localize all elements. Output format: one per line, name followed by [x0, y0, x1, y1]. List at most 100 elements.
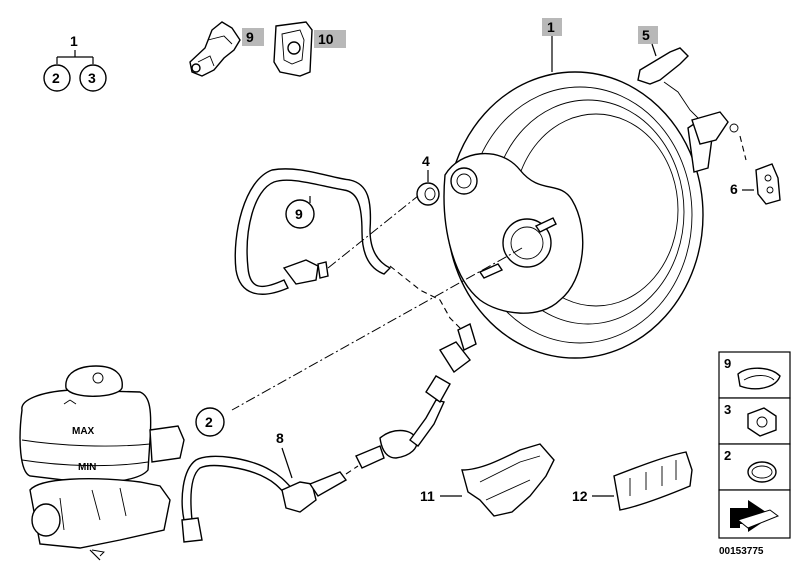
clip-part-6: 6	[730, 163, 781, 205]
line-8-top-nipple	[457, 323, 477, 351]
booster-mount-hole	[456, 173, 472, 189]
clip-9-drawing	[189, 21, 241, 77]
reservoir-cap-arrow	[63, 399, 77, 405]
circle-part-9-hose	[285, 199, 315, 229]
side-label-3[interactable]: 3	[724, 402, 731, 417]
label-part-3-tree[interactable]: 3	[88, 70, 96, 86]
highlight-tag-10	[314, 30, 346, 48]
side-oring-2-icon	[747, 461, 777, 483]
line-8-hose-end	[281, 481, 317, 513]
centerline-hose-grommet	[327, 195, 419, 269]
grommet-part-4: 4	[416, 153, 440, 206]
label-part-6[interactable]: 6	[730, 181, 738, 197]
tree-connector	[56, 50, 94, 64]
highlight-tag-5	[638, 26, 658, 44]
booster-stud-lower	[478, 263, 504, 279]
line-8-valve-body	[379, 429, 418, 459]
label-part-1-booster[interactable]: 1	[547, 19, 555, 35]
lower-left-mark	[91, 549, 105, 557]
circle-part-2-reservoir	[195, 407, 225, 437]
bracket-5-drawing	[637, 47, 689, 85]
reservoir-cap-sensor	[92, 372, 104, 384]
label-part-11[interactable]: 11	[420, 488, 435, 504]
spacer-12-slots	[629, 460, 677, 496]
grommet-4-hole	[424, 187, 436, 201]
master-cylinder-neck	[149, 425, 185, 463]
reference-arrow-highlight	[736, 509, 780, 529]
clip-part-9-top: 9	[189, 21, 264, 77]
side-label-2[interactable]: 2	[724, 448, 731, 463]
side-nut-3-hole	[756, 416, 768, 428]
spacer-part-12: 12	[572, 451, 693, 511]
booster-mount-boss	[450, 167, 478, 195]
hose-9-connector	[282, 259, 319, 285]
line-8-end-fitting	[181, 517, 203, 543]
bracket-5-link	[663, 81, 701, 121]
clip-6-drawing	[755, 163, 781, 205]
leader-8	[281, 447, 293, 479]
bracket-part-11: 11	[420, 443, 555, 517]
highlight-tag-1	[542, 18, 562, 36]
grommet-4-drawing	[416, 182, 440, 206]
label-part-12[interactable]: 12	[572, 488, 588, 504]
grommet-10-detail	[281, 29, 305, 65]
reservoir-min-mark: MIN	[78, 462, 96, 473]
side-clamp-9-icon	[737, 367, 781, 390]
dashed-hose-route	[389, 265, 463, 331]
label-part-5[interactable]: 5	[642, 27, 650, 43]
grommet-10-hole	[287, 41, 301, 55]
side-label-9[interactable]: 9	[724, 356, 731, 371]
clip-9-hole	[191, 63, 201, 73]
vacuum-line-part-8: 8	[181, 323, 477, 543]
side-oring-2-inner	[751, 465, 773, 479]
clip-6-hole-1	[764, 174, 772, 182]
reservoir-max-mark: MAX	[72, 426, 95, 437]
label-part-4[interactable]: 4	[422, 153, 430, 169]
label-part-2-tree[interactable]: 2	[52, 70, 60, 86]
side-clamp-9-detail	[743, 375, 775, 381]
master-cylinder-edge	[89, 549, 101, 561]
bracket-11-drawing	[461, 443, 555, 517]
bracket-part-5: 5	[637, 26, 747, 161]
master-cylinder-body	[29, 478, 171, 549]
line-8-upper-tube	[409, 399, 445, 447]
line-8-check-valve	[355, 445, 385, 469]
clip-9-detail	[197, 35, 233, 67]
bracket-5-pin	[729, 123, 739, 133]
bracket-11-detail	[479, 455, 541, 501]
spacer-12-drawing	[613, 451, 693, 511]
booster-stud-upper	[534, 217, 557, 233]
line-8-pipe	[181, 455, 297, 521]
line-8-dashed	[345, 465, 359, 475]
group-tree-1: 1 2 3	[43, 33, 107, 92]
grommet-part-10: 10	[273, 21, 346, 77]
master-cylinder-reservoir: MAX MIN 2	[19, 365, 225, 561]
bracket-5-clip	[691, 111, 729, 145]
hose-9-fitting	[317, 261, 329, 279]
reservoir-bands	[21, 439, 151, 467]
vacuum-hose-part-9: 9	[234, 168, 463, 331]
line-8-top-fitting	[438, 341, 471, 374]
label-part-1-tree[interactable]: 1	[70, 33, 78, 49]
label-part-2-reservoir[interactable]: 2	[205, 414, 213, 430]
clip-6-hole-2	[766, 186, 774, 194]
line-8-hose	[308, 471, 348, 497]
master-cylinder-detail	[59, 487, 127, 531]
label-part-9-top[interactable]: 9	[246, 29, 254, 45]
circle-part-2	[43, 64, 71, 92]
side-parts-panel: 9 3 2 00153775	[718, 351, 791, 557]
line-8-connector	[425, 375, 451, 404]
brake-booster-part-1: 1	[443, 18, 713, 359]
leader-5	[651, 43, 657, 57]
diagram-code: 00153775	[719, 546, 764, 557]
booster-center-bore-inner	[510, 226, 544, 260]
label-part-9-hose[interactable]: 9	[295, 206, 303, 222]
reservoir-body	[19, 389, 152, 484]
side-nut-3-icon	[747, 407, 777, 437]
circle-part-3	[79, 64, 107, 92]
label-part-8[interactable]: 8	[276, 430, 284, 446]
centerline-booster-reservoir	[231, 247, 523, 411]
label-part-10-top[interactable]: 10	[318, 31, 334, 47]
hose-9-drawing	[234, 168, 392, 295]
